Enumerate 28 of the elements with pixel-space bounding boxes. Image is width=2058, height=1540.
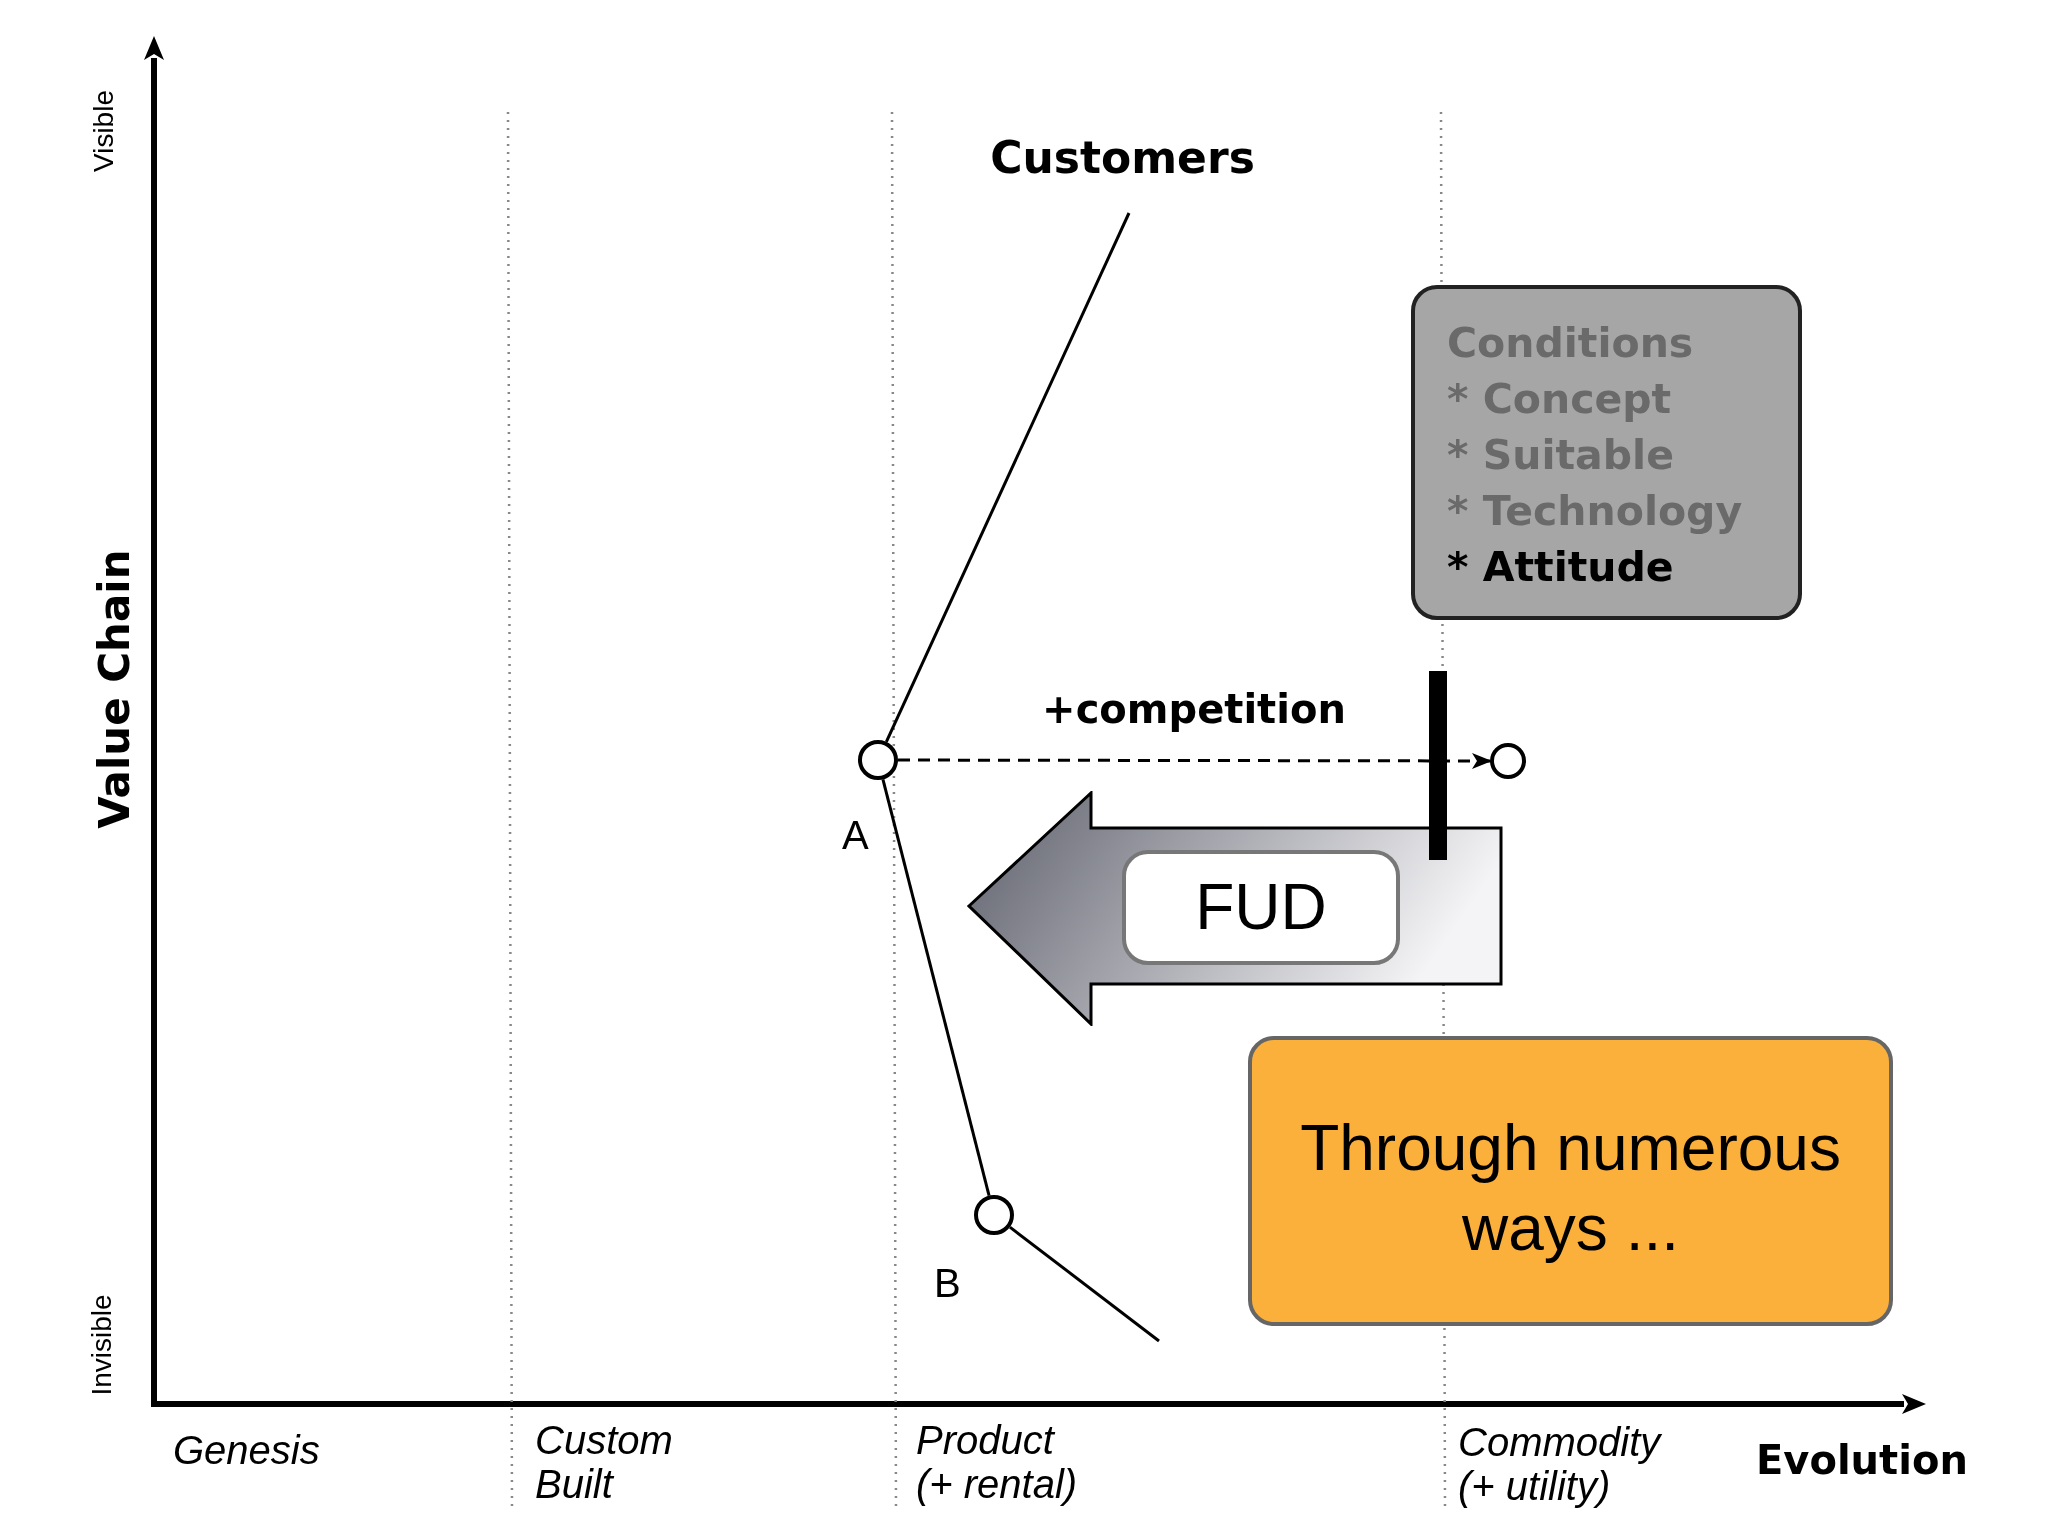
condition-item: * Technology <box>1447 486 1743 537</box>
condition-item: * Concept <box>1447 374 1672 425</box>
axis-end-label: Invisible <box>86 1294 118 1396</box>
conditions-heading: Conditions <box>1447 318 1694 369</box>
point-label: A <box>842 812 869 858</box>
component-circle <box>1490 743 1526 779</box>
stage-label: Commodity (+ utility) <box>1458 1420 1663 1508</box>
axis-title: Value Chain <box>89 549 139 829</box>
actor-label: Customers <box>990 128 1255 188</box>
connector-line <box>881 779 991 1196</box>
condition-item: * Attitude <box>1447 542 1674 593</box>
conditions-box <box>1411 285 1802 620</box>
block-arrow-shape <box>967 791 1503 1026</box>
fud-box: FUD <box>1122 850 1400 965</box>
point-label: B <box>934 1260 961 1306</box>
inertia-bar <box>1429 671 1447 860</box>
component-circle <box>974 1195 1014 1235</box>
component-circle <box>858 740 898 780</box>
stage-label: Custom Built <box>535 1418 674 1506</box>
connector-line <box>884 212 1131 743</box>
stage-label: Genesis <box>173 1428 321 1472</box>
callout-box: Through numerous ways ... <box>1248 1036 1893 1326</box>
arrow <box>898 752 1492 769</box>
condition-item: * Suitable <box>1447 430 1674 481</box>
stage-label: Product (+ rental) <box>916 1418 1079 1506</box>
axis-end-label: Visible <box>88 90 120 172</box>
connector-line <box>1009 1225 1160 1343</box>
axis-title: Evolution <box>1756 1437 1968 1483</box>
